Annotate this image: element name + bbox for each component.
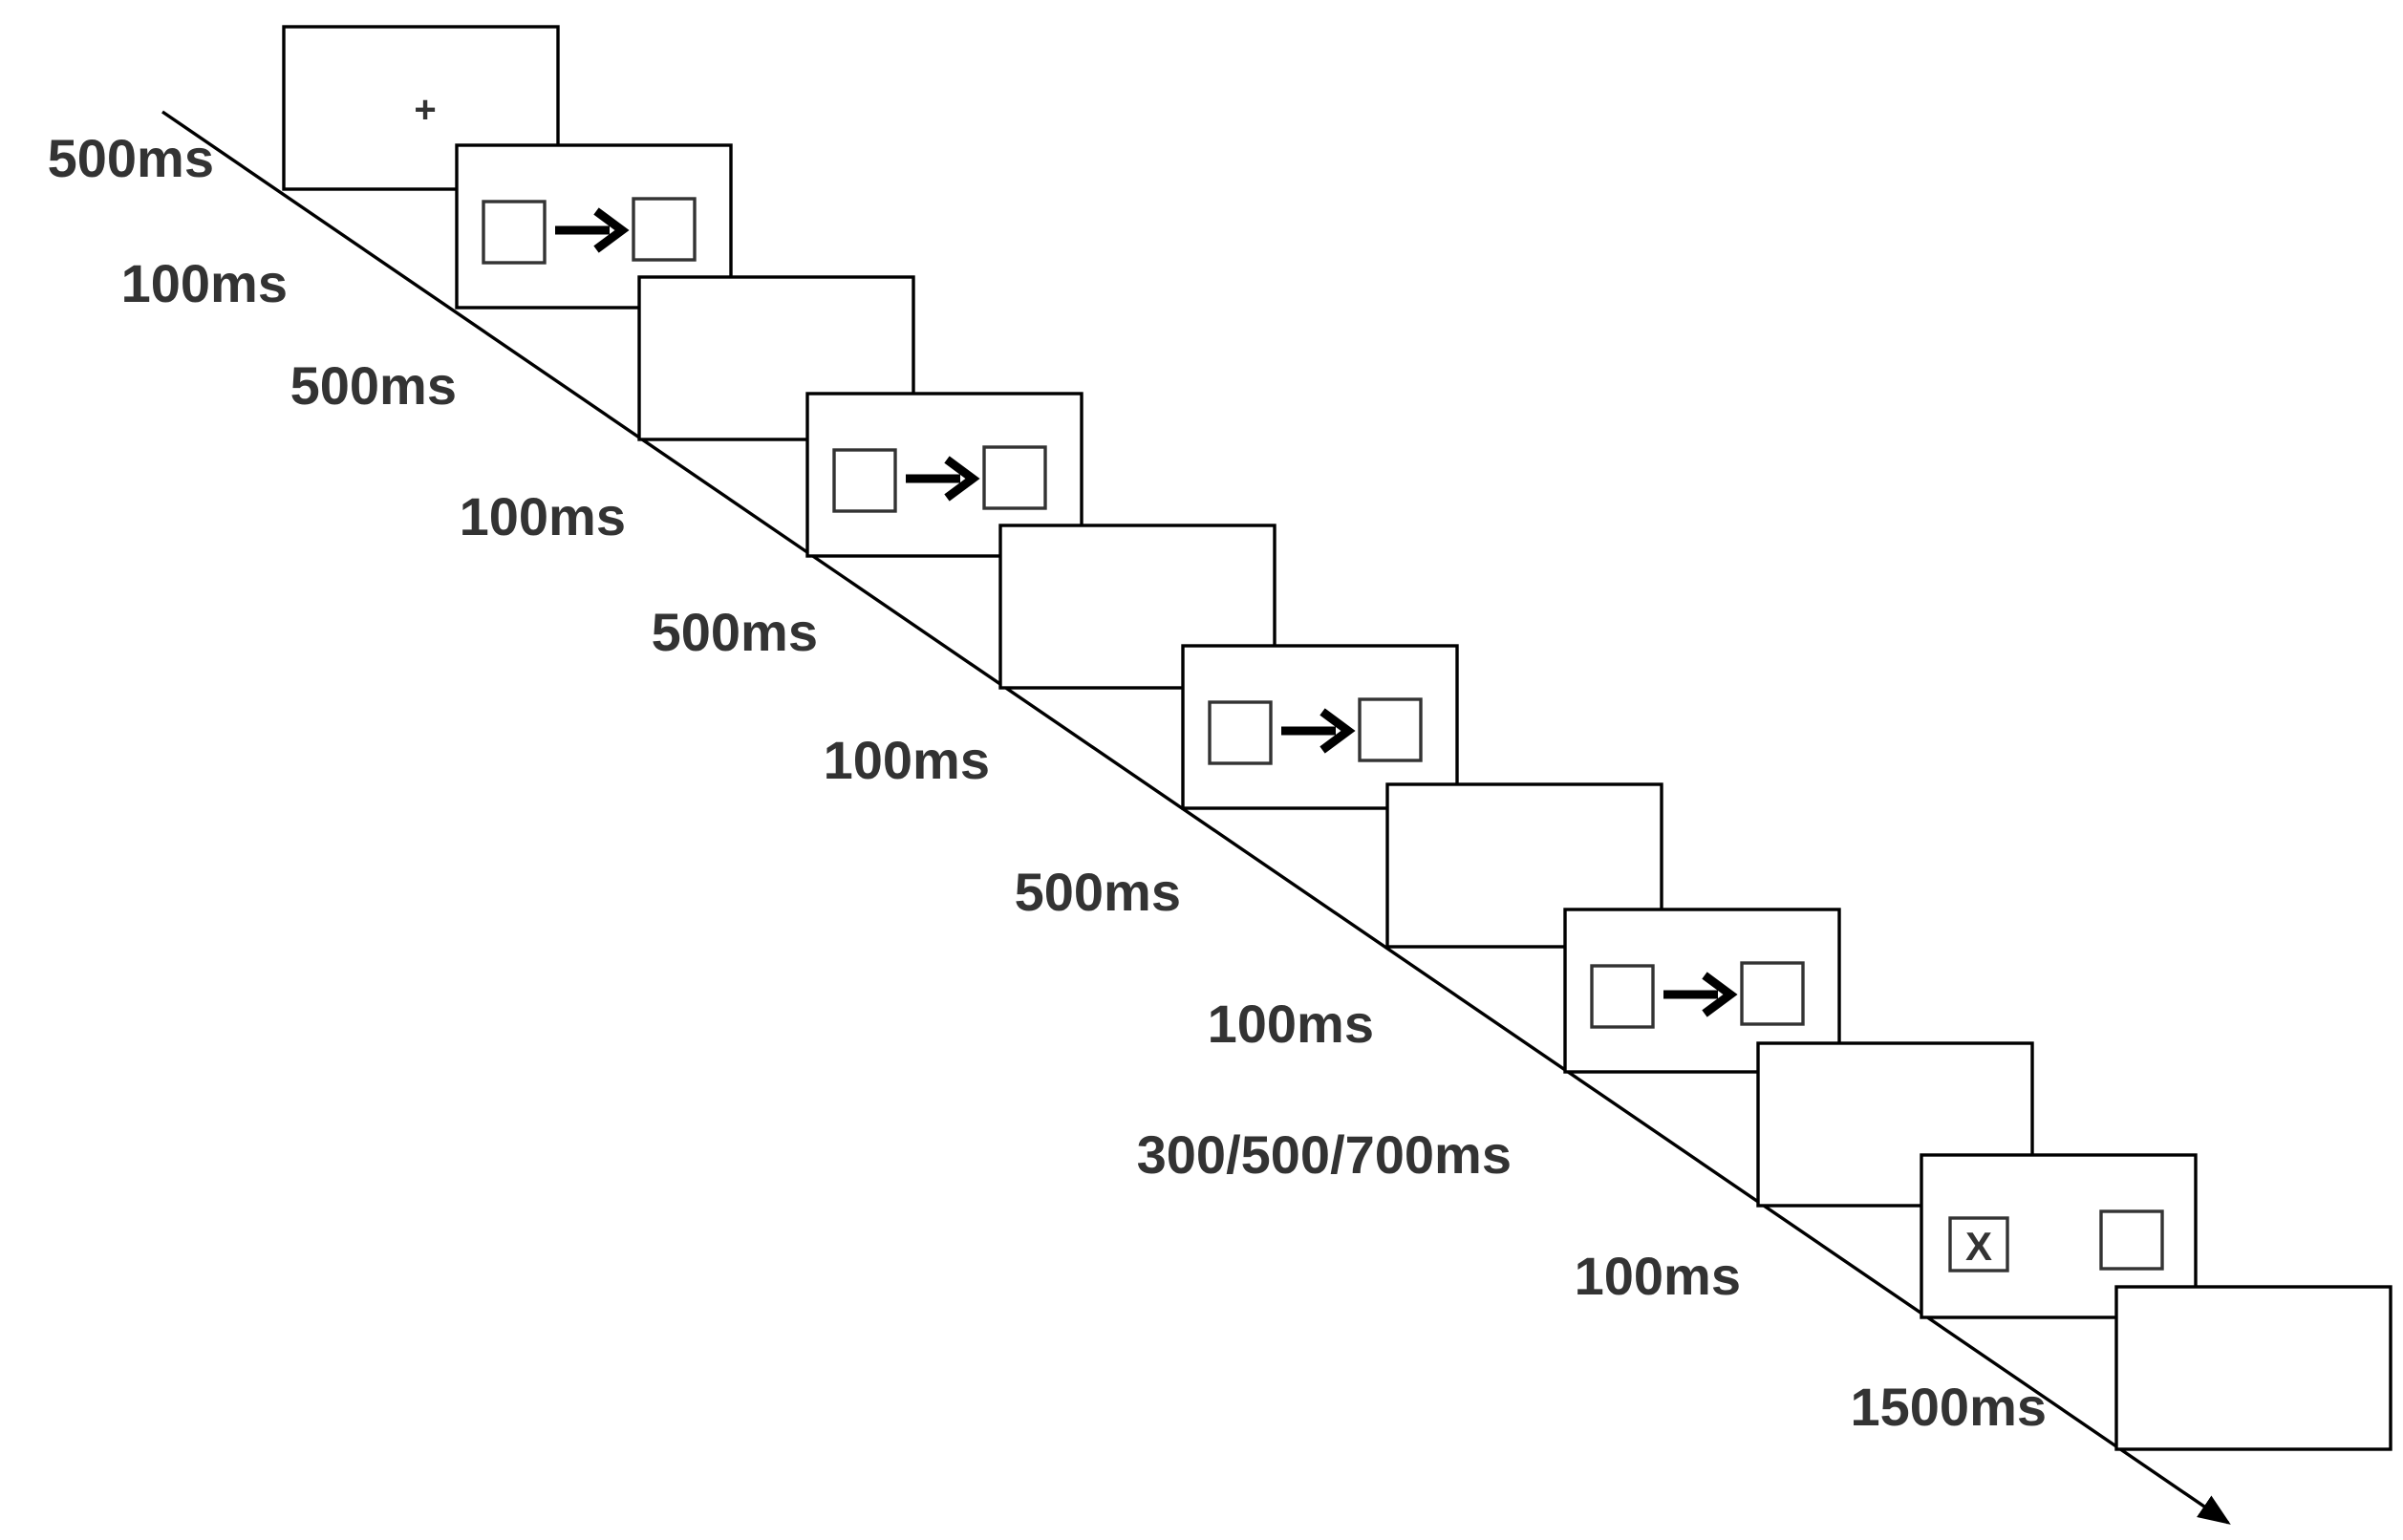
screen-cue	[1181, 644, 1459, 810]
right-arrow-icon	[906, 456, 980, 502]
screen-cue	[805, 392, 1083, 558]
screen-frame	[2114, 1285, 2392, 1451]
right-arrow-icon	[1281, 708, 1356, 754]
duration-label: 500ms	[652, 602, 818, 662]
duration-label: 300/500/700ms	[1137, 1124, 1512, 1185]
duration-label: 100ms	[121, 253, 288, 313]
screen-blank	[2114, 1285, 2392, 1451]
duration-label: 500ms	[290, 355, 457, 416]
right-placeholder-box	[1740, 961, 1805, 1026]
duration-label: 500ms	[48, 128, 214, 188]
duration-label: 500ms	[1015, 862, 1181, 922]
right-placeholder-box	[1358, 697, 1423, 762]
left-placeholder-box	[832, 448, 897, 513]
right-placeholder-box	[2099, 1209, 2164, 1271]
right-placeholder-box	[632, 197, 697, 262]
target-letter: X	[1965, 1224, 1992, 1269]
duration-label: 100ms	[824, 730, 990, 790]
left-placeholder-box	[482, 200, 547, 265]
duration-label: 1500ms	[1850, 1377, 2047, 1437]
duration-label: 100ms	[1208, 994, 1374, 1054]
screen-fixation: +	[282, 25, 560, 191]
fixation-cross: +	[414, 89, 436, 131]
right-arrow-icon	[1663, 972, 1738, 1017]
left-placeholder-box	[1208, 700, 1273, 765]
duration-label: 100ms	[460, 486, 626, 546]
left-placeholder-box	[1590, 964, 1655, 1029]
time-axis-arrow	[161, 110, 2231, 1525]
duration-label: 100ms	[1575, 1246, 1741, 1306]
right-placeholder-box	[982, 445, 1047, 510]
target-box	[1948, 1216, 2009, 1273]
right-arrow-icon	[555, 207, 630, 253]
